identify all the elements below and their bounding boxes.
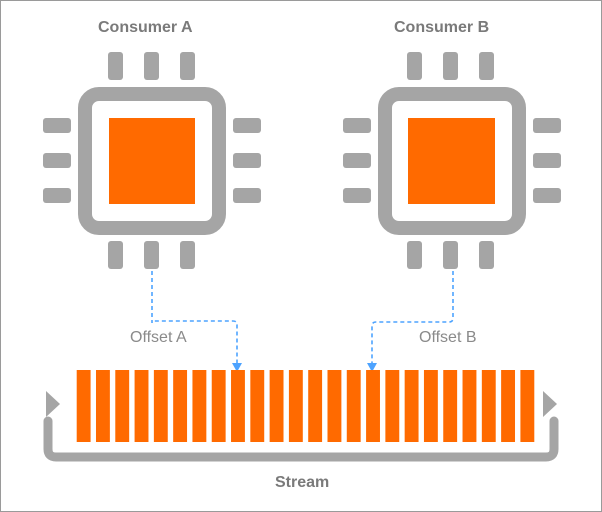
stream-segment — [153, 370, 168, 442]
consumer-a-chip-icon — [43, 52, 261, 269]
offset-a-label: Offset A — [130, 329, 187, 346]
stream-label: Stream — [275, 474, 330, 491]
stream-segment — [423, 370, 438, 442]
stream-segment — [346, 370, 361, 442]
stream-segment — [95, 370, 110, 442]
stream-segment — [327, 370, 342, 442]
stream-segment — [481, 370, 496, 442]
consumer-a-title: Consumer A — [98, 19, 193, 36]
stream-segment — [250, 370, 265, 442]
chevron-right-icon — [46, 391, 60, 417]
stream-segments — [76, 370, 535, 442]
stream-segment — [520, 370, 535, 442]
stream-container — [43, 416, 559, 462]
stream-segment — [211, 370, 226, 442]
stream-segment — [231, 370, 245, 442]
stream-segment — [443, 370, 458, 442]
consumer-b-chip-icon — [343, 52, 561, 269]
stream-segment — [385, 370, 400, 442]
stream-segment — [192, 370, 207, 442]
stream-segment — [76, 370, 91, 442]
stream-segment — [269, 370, 284, 442]
stream-segment — [308, 370, 323, 442]
stream-segment — [501, 370, 516, 442]
stream-segment — [366, 370, 380, 442]
stream-segment — [288, 370, 303, 442]
chevron-right-icon — [543, 391, 557, 417]
stream-segment — [134, 370, 149, 442]
stream-segment — [404, 370, 419, 442]
offset-b-pointer — [367, 271, 454, 372]
offset-b-label: Offset B — [419, 329, 477, 346]
stream-segment — [462, 370, 477, 442]
stream-segment — [115, 370, 130, 442]
stream-segment — [173, 370, 188, 442]
consumer-b-title: Consumer B — [394, 19, 490, 36]
offset-a-pointer — [151, 271, 242, 372]
